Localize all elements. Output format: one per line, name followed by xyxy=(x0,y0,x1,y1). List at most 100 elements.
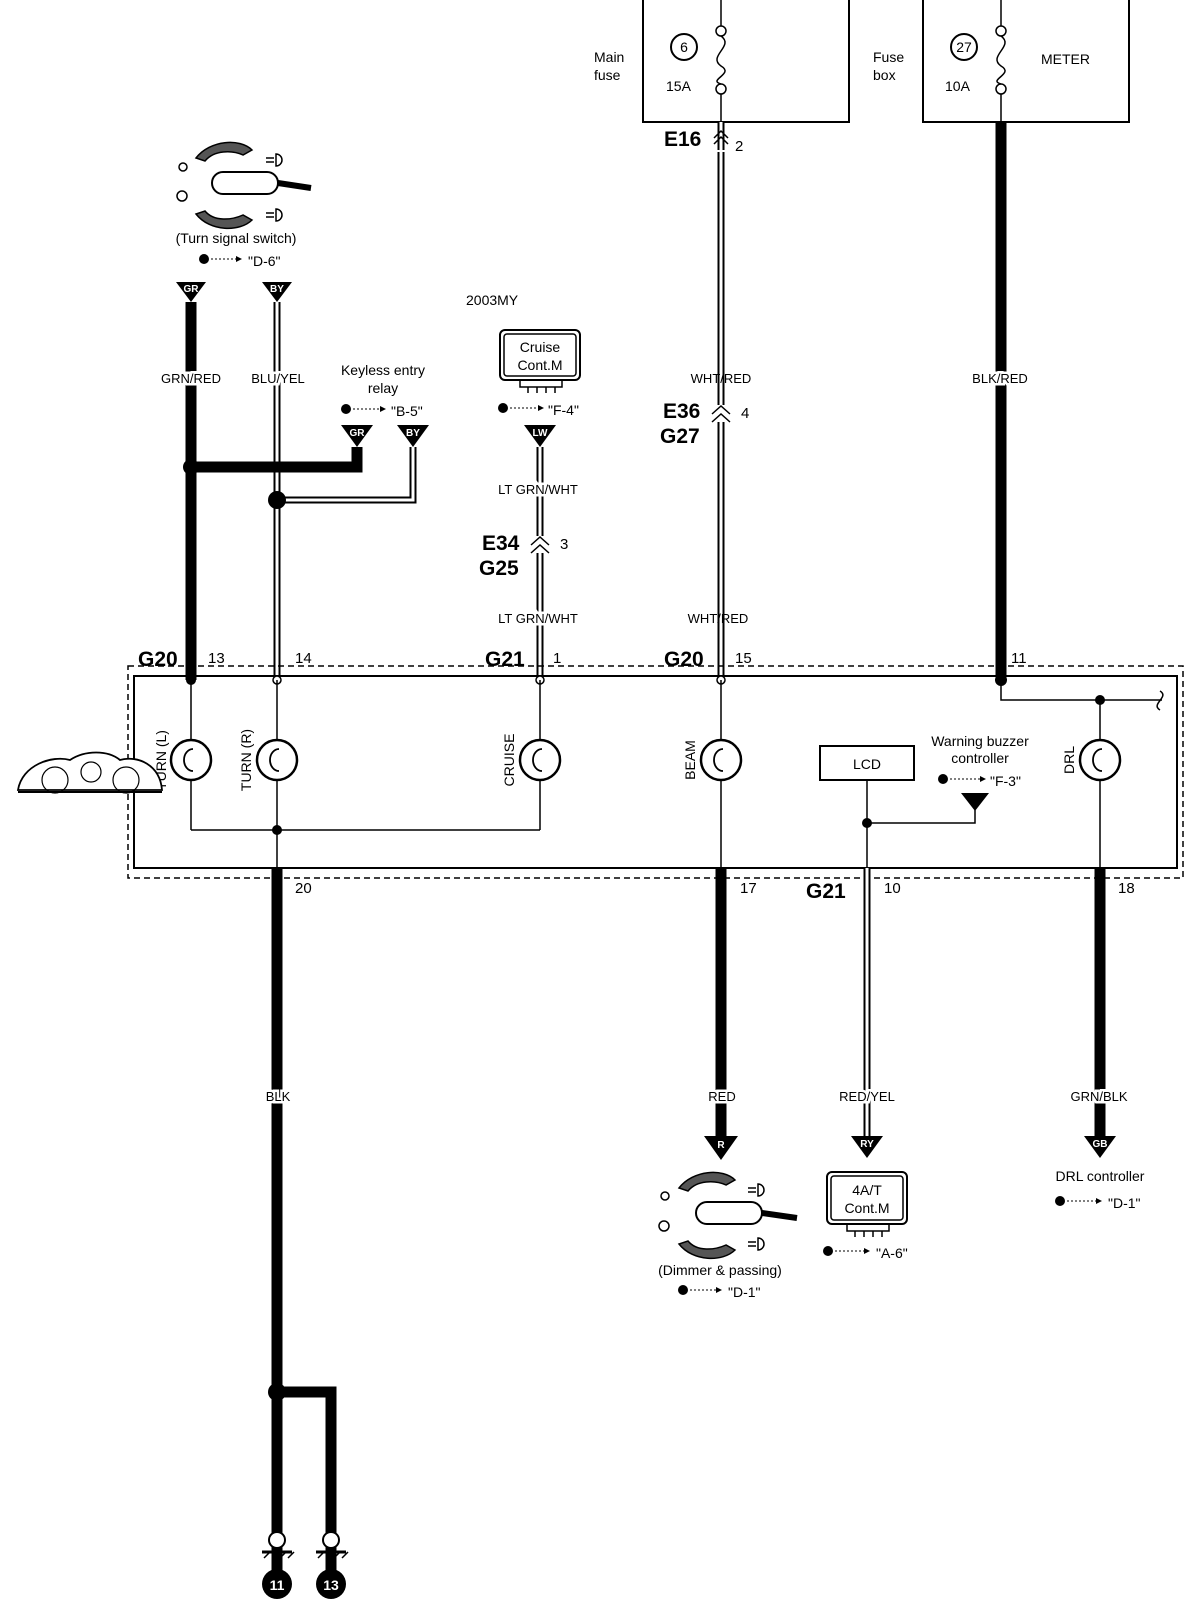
turn-l-bulb-icon xyxy=(169,738,213,782)
e16-connector-mark xyxy=(713,129,729,152)
connector-tag-r: R xyxy=(704,1136,738,1160)
buzzer-ref: "F-3" xyxy=(990,773,1021,789)
cruise-module-label-2: Cont.M xyxy=(517,357,562,373)
pin-15: 15 xyxy=(735,650,752,667)
svg-text:GR: GR xyxy=(350,428,366,439)
meter-internal-wiring xyxy=(190,680,1164,868)
pin-13: 13 xyxy=(208,650,225,667)
fuse-symbol xyxy=(715,0,727,122)
connector-g25: G25 xyxy=(479,557,519,580)
connector-e34: E34 xyxy=(482,532,520,555)
wire-label-lt-grn-wht-1: LT GRN/WHT xyxy=(498,482,578,497)
main-fuse-rating: 15A xyxy=(666,78,692,94)
blk-ground-branch-wire xyxy=(277,1386,337,1590)
pin-e36: 4 xyxy=(741,405,749,422)
reference-arrow-icon xyxy=(823,1246,870,1256)
pin-18: 18 xyxy=(1118,880,1135,897)
wire-label-lt-grn-wht-2: LT GRN/WHT xyxy=(498,611,578,626)
drl-controller-ref: "D-1" xyxy=(1108,1195,1141,1211)
connector-e16: E16 xyxy=(664,128,701,151)
pin-14: 14 xyxy=(295,650,312,667)
reference-arrow-icon xyxy=(1055,1196,1102,1206)
fuse-number-circle xyxy=(950,33,978,61)
e34-g25-connector-mark xyxy=(530,535,550,562)
drl-bulb-icon xyxy=(1078,738,1122,782)
svg-text:R: R xyxy=(717,1140,725,1151)
splice-dot xyxy=(272,825,282,835)
cruise-label: CRUISE xyxy=(501,734,517,787)
reference-arrow-icon xyxy=(199,254,242,264)
turn-signal-switch-icon xyxy=(176,141,312,230)
svg-text:BY: BY xyxy=(270,284,284,295)
lcd-box xyxy=(819,745,915,781)
grn-red-branch-wire xyxy=(191,447,363,473)
drl-label: DRL xyxy=(1061,746,1077,774)
combination-meter-outline xyxy=(127,665,1184,879)
pin-e34: 3 xyxy=(560,536,568,553)
svg-text:LW: LW xyxy=(533,428,549,439)
main-fuse-block: 6 15A Main fuse xyxy=(594,0,850,123)
wire-label-wht-red-2: WHT/RED xyxy=(688,611,749,626)
wire-label-red-yel: RED/YEL xyxy=(839,1089,895,1104)
fuse-box-number: 27 xyxy=(956,39,972,55)
blu-yel-branch-wire xyxy=(277,447,417,504)
at-module-ref: "A-6" xyxy=(876,1245,908,1261)
keyless-relay-label-2: relay xyxy=(368,380,398,396)
model-year-note: 2003MY xyxy=(466,292,519,308)
fuse-box-block: 27 10A Fuse box METER xyxy=(873,0,1130,123)
beam-bulb-icon xyxy=(699,738,743,782)
keyless-relay-ref: "B-5" xyxy=(391,403,423,419)
wire-label-blk-red: BLK/RED xyxy=(972,371,1028,386)
splice-dot xyxy=(1095,695,1105,705)
buzzer-label: Warning buzzer xyxy=(931,733,1029,749)
beam-label: BEAM xyxy=(682,740,698,780)
at-module-label: 4A/T xyxy=(852,1182,882,1198)
combination-meter-icon xyxy=(16,751,163,794)
pin-11: 11 xyxy=(1011,650,1027,667)
cruise-module-label: Cruise xyxy=(520,339,561,355)
ground-13-label: 13 xyxy=(323,1577,339,1593)
cruise-control-module xyxy=(499,329,581,393)
main-fuse-label-2: fuse xyxy=(594,67,621,83)
connector-g20-mid: G20 xyxy=(664,648,704,671)
meter-circuit-label: METER xyxy=(1041,51,1090,67)
connector-g21-bottom: G21 xyxy=(806,880,846,903)
pin-e16: 2 xyxy=(735,138,743,155)
cruise-module-ref: "F-4" xyxy=(548,402,579,418)
reference-arrow-icon xyxy=(498,403,544,413)
ground-13 xyxy=(316,1531,349,1599)
dimmer-switch-label: (Dimmer & passing) xyxy=(658,1262,782,1278)
buzzer-connector-tag xyxy=(961,793,989,811)
connector-tag-gb: GB xyxy=(1084,1136,1116,1158)
fuse-symbol xyxy=(995,0,1007,122)
wire-label-blk: BLK xyxy=(266,1089,291,1104)
fuse-box-rating: 10A xyxy=(945,78,971,94)
dimmer-switch-ref: "D-1" xyxy=(728,1284,761,1300)
connector-g21-top: G21 xyxy=(485,648,525,671)
keyless-relay-label: Keyless entry xyxy=(341,362,425,378)
connector-tag-by: BY xyxy=(397,425,429,447)
reference-arrow-icon xyxy=(341,404,386,414)
connector-tag-gr: GR xyxy=(176,282,206,302)
svg-text:BY: BY xyxy=(406,428,420,439)
pin-17: 17 xyxy=(740,880,757,897)
connector-tag-by: BY xyxy=(262,282,292,302)
main-fuse-label: Main xyxy=(594,49,624,65)
svg-text:GR: GR xyxy=(184,284,200,295)
pin-1: 1 xyxy=(553,650,561,667)
fuse-number-circle xyxy=(670,33,698,61)
wire-label-grn-blk: GRN/BLK xyxy=(1070,1089,1127,1104)
splice-dot xyxy=(268,491,286,509)
e36-g27-connector-mark xyxy=(711,404,731,432)
connector-g20-left: G20 xyxy=(138,648,178,671)
splice-dot xyxy=(183,459,199,475)
pin-10: 10 xyxy=(884,880,901,897)
splice-dot xyxy=(862,818,872,828)
svg-text:RY: RY xyxy=(860,1139,874,1150)
lcd-label: LCD xyxy=(853,756,881,772)
at-module-label-2: Cont.M xyxy=(844,1200,889,1216)
connector-tag-lw: LW xyxy=(524,425,556,447)
buzzer-label-2: controller xyxy=(951,750,1009,766)
at-control-module xyxy=(826,1171,908,1237)
drl-controller-label: DRL controller xyxy=(1056,1168,1145,1184)
